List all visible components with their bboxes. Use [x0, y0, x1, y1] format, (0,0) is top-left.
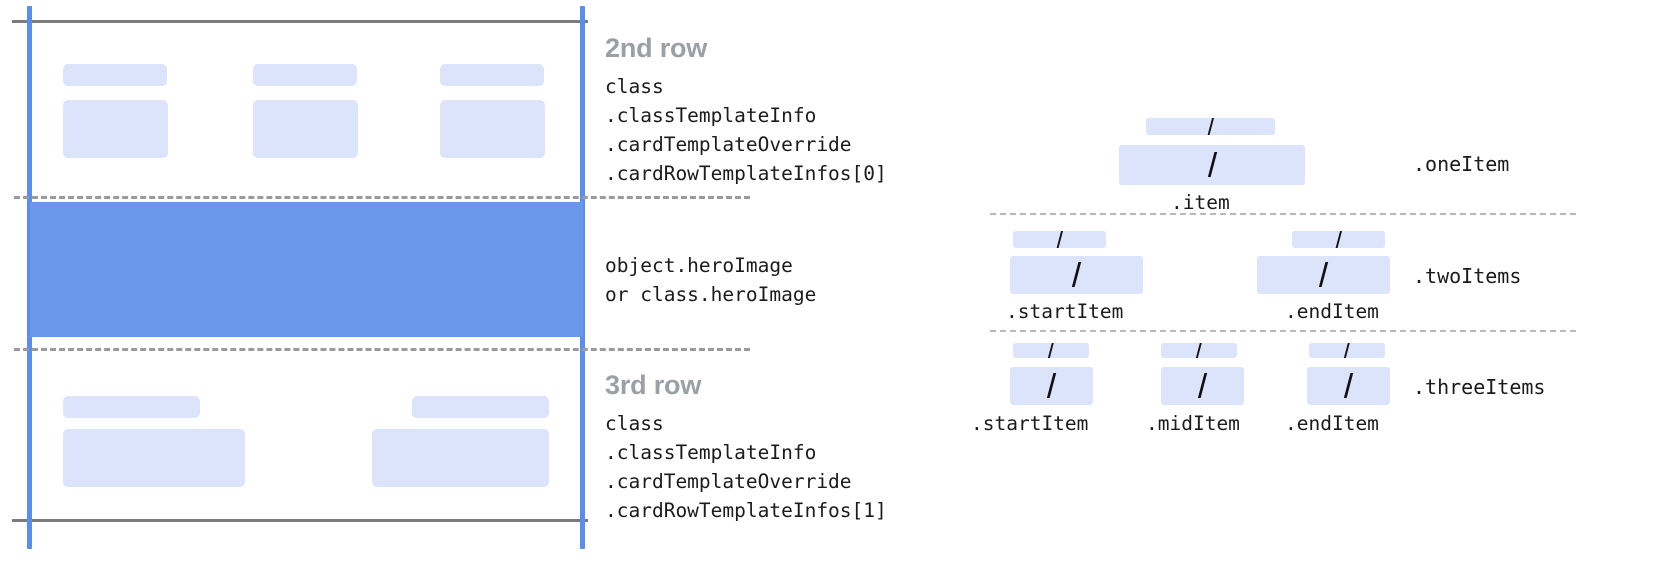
one-item-slot-top: /: [1146, 118, 1275, 135]
slash-icon: /: [1047, 343, 1055, 358]
two-items-end-slot-main: /: [1257, 256, 1390, 294]
three-items-mid-slot-main: /: [1161, 367, 1244, 405]
three-items-mid-caption: .midItem: [1146, 412, 1240, 435]
three-items-mid-slot-top: /: [1161, 343, 1237, 358]
second-row-heading: 2nd row: [605, 33, 708, 63]
card-left-guide: [27, 6, 32, 549]
second-row-title-placeholder-1: [63, 64, 167, 86]
two-items-end-caption: .endItem: [1285, 300, 1379, 323]
three-items-group-label: .threeItems: [1413, 375, 1546, 399]
item-layout-diagram: / / .item .oneItem / / .startItem / /: [960, 0, 1676, 584]
slash-icon: /: [1343, 368, 1354, 403]
one-item-slot-caption: .item: [1171, 191, 1230, 214]
slash-icon: /: [1335, 231, 1342, 248]
second-row-body-placeholder-3: [440, 100, 545, 158]
two-items-start-slot-top: /: [1013, 231, 1106, 248]
two-items-group-label: .twoItems: [1413, 264, 1522, 288]
slash-icon: /: [1343, 343, 1351, 358]
three-items-start-slot-top: /: [1013, 343, 1089, 358]
slash-icon: /: [1195, 343, 1203, 358]
item-separator-1: [990, 213, 1576, 215]
item-separator-2: [990, 330, 1576, 332]
card-separator-bottom: [14, 348, 750, 351]
three-items-end-slot-main: /: [1307, 367, 1390, 405]
slash-icon: /: [1207, 118, 1214, 135]
slash-icon: /: [1318, 257, 1329, 292]
second-row-code: class .classTemplateInfo .cardTemplateOv…: [605, 75, 887, 185]
two-items-end-slot-top: /: [1292, 231, 1385, 248]
three-items-start-caption: .startItem: [971, 412, 1089, 435]
third-row-body-placeholder-1: [63, 429, 245, 487]
hero-row-code: object.heroImage or class.heroImage: [605, 254, 817, 306]
one-item-slot-main: /: [1119, 145, 1305, 185]
third-row-heading: 3rd row: [605, 370, 702, 400]
one-item-group-label: .oneItem: [1413, 152, 1510, 176]
two-items-start-caption: .startItem: [1006, 300, 1124, 323]
hero-image-band: [30, 202, 583, 337]
second-row-body-placeholder-2: [253, 100, 358, 158]
slash-icon: /: [1071, 257, 1082, 292]
second-row-body-placeholder-1: [63, 100, 168, 158]
third-row-title-placeholder-1: [63, 396, 200, 418]
card-separator-top: [14, 196, 750, 199]
third-row-code: class .classTemplateInfo .cardTemplateOv…: [605, 412, 887, 522]
two-items-start-slot-main: /: [1010, 256, 1143, 294]
card-bottom-rule: [12, 519, 588, 522]
slash-icon: /: [1207, 147, 1217, 182]
third-row-title-placeholder-2: [412, 396, 549, 418]
three-items-start-slot-main: /: [1010, 367, 1093, 405]
card-template-diagram: [0, 0, 750, 584]
slash-icon: /: [1046, 368, 1057, 403]
three-items-end-slot-top: /: [1309, 343, 1385, 358]
second-row-title-placeholder-2: [253, 64, 357, 86]
third-row-body-placeholder-2: [372, 429, 549, 487]
three-items-end-caption: .endItem: [1285, 412, 1379, 435]
slash-icon: /: [1056, 231, 1063, 248]
slash-icon: /: [1197, 368, 1208, 403]
second-row-title-placeholder-3: [440, 64, 544, 86]
card-top-rule: [12, 20, 588, 23]
